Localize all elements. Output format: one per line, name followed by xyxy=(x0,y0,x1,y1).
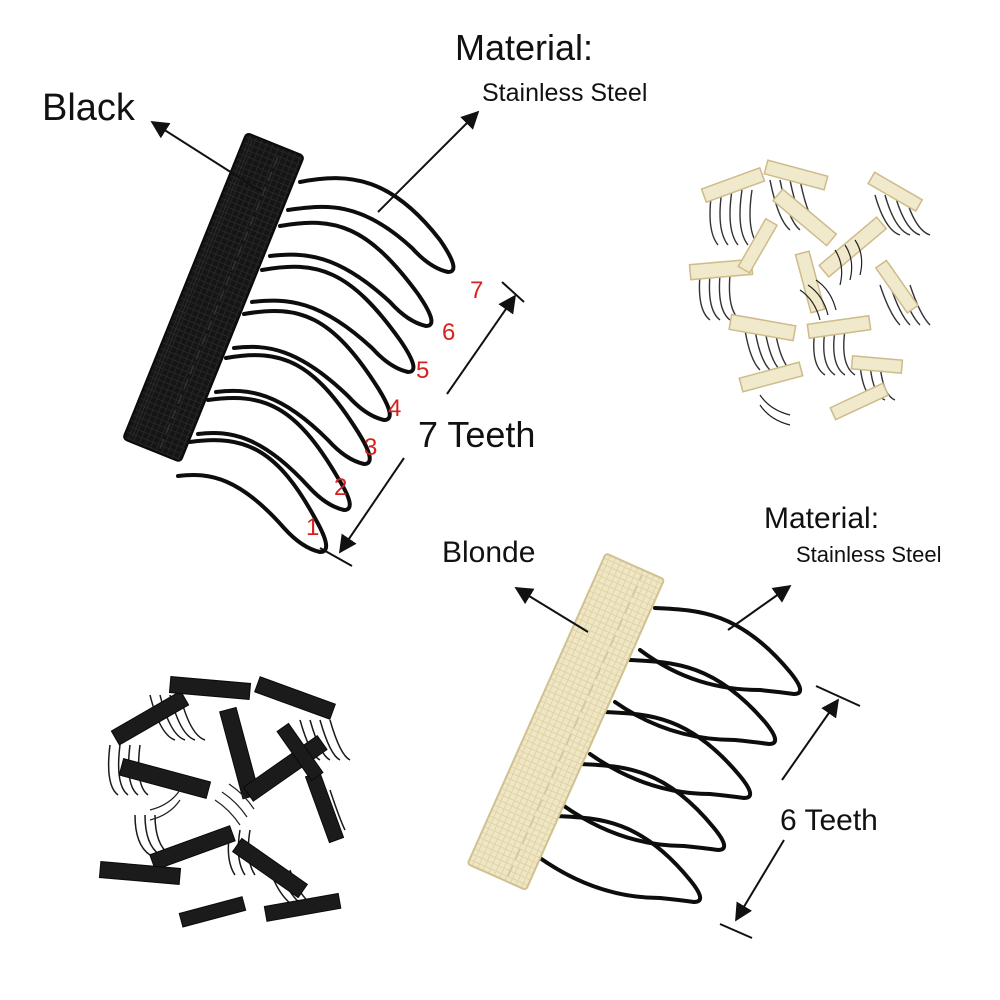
blonde-color-label: Blonde xyxy=(442,536,535,569)
blonde-comb-band xyxy=(467,553,665,891)
black-material-title: Material: xyxy=(455,27,593,68)
tooth-number-2: 2 xyxy=(334,474,347,501)
black-comb-band xyxy=(123,132,304,462)
blonde-material-arrow xyxy=(727,584,792,631)
tooth-number-5: 5 xyxy=(416,357,429,384)
blonde-comb-tooth xyxy=(638,606,802,696)
black-comb-tooth xyxy=(286,176,456,274)
blonde-material-title: Material: xyxy=(764,502,879,535)
blonde-comb-teeth xyxy=(538,606,802,904)
black-material-value: Stainless Steel xyxy=(482,79,647,107)
blonde-material-value: Stainless Steel xyxy=(796,542,942,567)
blonde-comb xyxy=(467,553,802,904)
blonde-comb-tooth xyxy=(613,658,777,746)
black-comb-tooth xyxy=(232,308,392,422)
black-comb-tooth xyxy=(176,438,328,554)
black-comb-teeth xyxy=(176,176,456,554)
blonde-color-arrow xyxy=(514,587,589,633)
black-comb-tooth xyxy=(214,353,372,466)
black-comb-tooth xyxy=(250,264,416,374)
black-pile-photo xyxy=(98,676,351,928)
blonde-teeth-dimension xyxy=(719,685,861,939)
blonde-comb-tooth xyxy=(538,814,702,904)
tooth-number-labels: 1 2 3 4 5 6 7 xyxy=(306,277,483,541)
tooth-number-3: 3 xyxy=(364,434,377,461)
black-comb-tooth xyxy=(268,220,434,328)
blonde-comb-tooth xyxy=(588,710,752,800)
tooth-number-6: 6 xyxy=(442,319,455,346)
blonde-comb-tooth xyxy=(562,762,726,852)
tooth-number-4: 4 xyxy=(388,395,401,422)
black-comb-tooth xyxy=(196,396,352,512)
blonde-teeth-count: 6 Teeth xyxy=(780,804,878,837)
black-comb xyxy=(123,132,456,554)
tooth-number-7: 7 xyxy=(470,277,483,304)
black-color-label: Black xyxy=(42,87,136,129)
black-teeth-dimension xyxy=(319,281,525,567)
black-teeth-count: 7 Teeth xyxy=(418,414,535,455)
black-material-arrow xyxy=(377,110,480,213)
tooth-number-1: 1 xyxy=(306,514,319,541)
black-color-arrow xyxy=(150,121,263,193)
blonde-pile-photo xyxy=(688,159,931,426)
